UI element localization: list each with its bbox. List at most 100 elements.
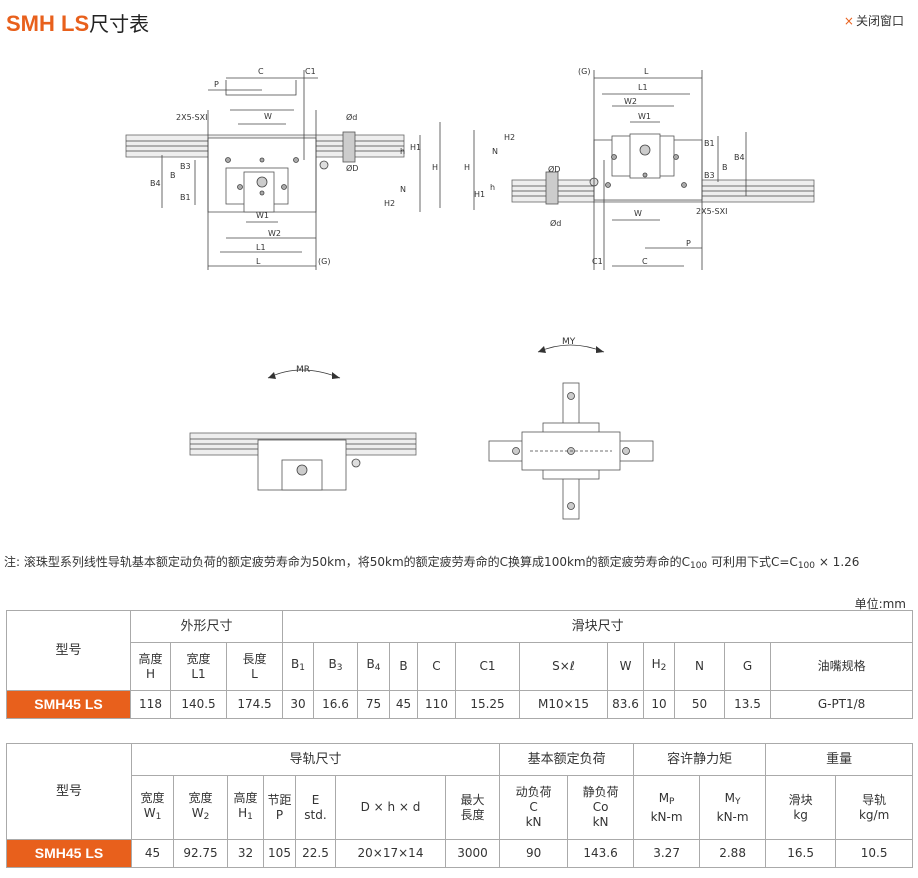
cell-H: 118 <box>130 690 171 719</box>
col-b4: B4 <box>357 642 390 691</box>
svg-text:C: C <box>258 67 264 76</box>
svg-text:h: h <box>400 147 405 156</box>
svg-text:B: B <box>722 163 728 172</box>
svg-text:H2: H2 <box>504 133 515 142</box>
svg-text:ØD: ØD <box>346 163 358 173</box>
cell-oil: G-PT1/8 <box>769 690 914 719</box>
cell-C-load: 90 <box>499 839 569 868</box>
note-text: 注: 滚珠型系列线性导轨基本额定动负荷的额定疲劳寿命为50km，将50km的额定… <box>4 555 690 569</box>
cell-E: 22.5 <box>295 839 336 868</box>
svg-text:H1: H1 <box>410 143 421 152</box>
svg-text:L: L <box>256 257 261 266</box>
cell-H1: 32 <box>227 839 264 868</box>
svg-text:P: P <box>686 239 691 248</box>
cell-L: 174.5 <box>226 690 283 719</box>
close-icon: × <box>843 14 854 28</box>
col-g: G <box>724 642 771 691</box>
close-window-link[interactable]: ×关闭窗口 <box>844 12 904 29</box>
mr-moment-drawing: MR <box>189 365 417 491</box>
svg-text:(G): (G) <box>578 67 590 76</box>
svg-text:W1: W1 <box>256 211 269 220</box>
my-moment-drawing: MY <box>488 337 654 520</box>
title-model: SMH LS <box>6 11 90 36</box>
svg-text:C1: C1 <box>592 257 603 266</box>
right-side-drawing: (G) L L1 W2 W1 H2 N B1 B4 B B3 ØD H H1 h… <box>464 67 815 270</box>
svg-text:B4: B4 <box>734 153 745 162</box>
svg-text:W2: W2 <box>624 97 637 106</box>
svg-text:B3: B3 <box>704 171 715 180</box>
left-front-drawing: C C1 P 2X5-SXI W Ød h H1 H ØD B3 B B4 B1… <box>125 67 441 270</box>
svg-text:ØD: ØD <box>548 164 560 174</box>
col-h2: H2 <box>643 642 675 691</box>
svg-text:W1: W1 <box>638 112 651 121</box>
block-dims-header: 滑块尺寸 <box>281 610 914 643</box>
model-header: 型号 <box>6 610 131 691</box>
note-sub: 100 <box>689 561 708 571</box>
cell-B: 45 <box>389 690 418 719</box>
cell-B3: 16.6 <box>313 690 358 719</box>
cell-MY: 2.88 <box>699 839 767 868</box>
cell-H2: 10 <box>643 690 675 719</box>
cell-B1: 30 <box>282 690 314 719</box>
svg-text:L1: L1 <box>256 243 266 252</box>
svg-text:B4: B4 <box>150 179 161 188</box>
col-c: C <box>417 642 456 691</box>
svg-text:H: H <box>464 163 470 172</box>
svg-text:W2: W2 <box>268 229 281 238</box>
weight-header: 重量 <box>765 743 914 776</box>
svg-text:P: P <box>214 80 219 89</box>
col-b3: B3 <box>313 642 358 691</box>
table-row: SMH45 LS 118 140.5 174.5 30 16.6 75 45 1… <box>6 690 914 719</box>
col-max-length: 最大長度 <box>444 775 501 840</box>
col-b: B <box>389 642 418 691</box>
model-header-2: 型号 <box>6 743 132 840</box>
col-oil: 油嘴规格 <box>769 642 914 691</box>
svg-text:B1: B1 <box>180 193 191 202</box>
moment-header: 容许静力矩 <box>633 743 767 776</box>
outer-dims-header: 外形尺寸 <box>130 610 283 643</box>
cell-C1: 15.25 <box>455 690 520 719</box>
cell-W1: 45 <box>131 839 174 868</box>
cell-W2: 92.75 <box>173 839 228 868</box>
svg-text:B1: B1 <box>704 139 715 148</box>
svg-text:N: N <box>400 185 406 194</box>
svg-text:B: B <box>170 171 176 180</box>
svg-text:Ød: Ød <box>550 218 561 228</box>
rail-dims-header: 导轨尺寸 <box>130 743 501 776</box>
unit-label: 单位:mm <box>854 597 906 611</box>
svg-text:H2: H2 <box>384 199 395 208</box>
col-c1: C1 <box>455 642 520 691</box>
col-dhd: D × h × d <box>335 775 446 840</box>
cell-MP: 3.27 <box>633 839 701 868</box>
note-mid: 可利用下式C=C <box>707 555 798 569</box>
cell-max: 3000 <box>444 839 501 868</box>
svg-text:h: h <box>490 183 495 192</box>
footnote: 注: 滚珠型系列线性导轨基本额定动负荷的额定疲劳寿命为50km，将50km的额定… <box>4 553 859 571</box>
dimension-drawings: C C1 P 2X5-SXI W Ød h H1 H ØD B3 B B4 B1… <box>125 67 815 520</box>
page-title: SMH LS尺寸表 <box>6 8 149 37</box>
svg-text:2X5-SXI: 2X5-SXI <box>176 113 207 122</box>
col-b1: B1 <box>282 642 314 691</box>
close-window-label: 关闭窗口 <box>855 14 904 28</box>
model-cell-2: SMH45 LS <box>6 839 132 868</box>
svg-text:L1: L1 <box>638 83 648 92</box>
cell-C: 110 <box>417 690 456 719</box>
cell-P: 105 <box>263 839 296 868</box>
col-sl: S×ℓ <box>519 642 608 691</box>
cell-rail-weight: 10.5 <box>835 839 914 868</box>
cell-B4: 75 <box>357 690 390 719</box>
mr-label: MR <box>296 365 310 375</box>
